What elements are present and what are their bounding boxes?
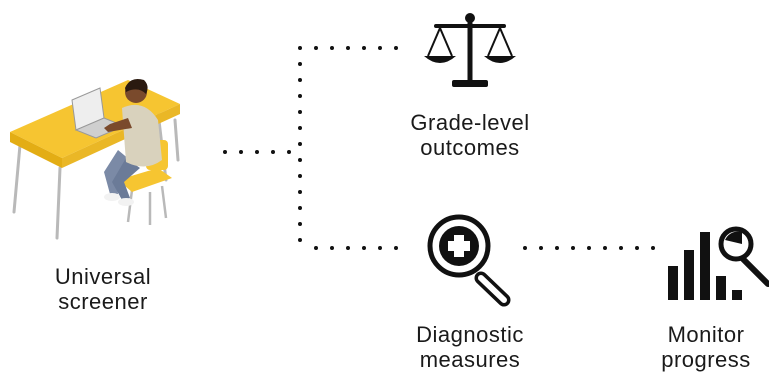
connector-diagnostic-to-monitor [523, 246, 655, 250]
scales-icon [424, 13, 516, 87]
connector-to-diagnostic [314, 246, 398, 250]
label-universal-screener: Universal screener [38, 264, 168, 314]
label-monitor-progress: Monitor progress [643, 322, 769, 372]
monitor-progress-line2: progress [661, 347, 751, 372]
label-grade-level-outcomes: Grade-level outcomes [395, 110, 545, 160]
bar-chart-magnifier-icon [668, 226, 769, 300]
universal-screener-line2: screener [58, 289, 148, 314]
monitor-progress-line1: Monitor [667, 322, 745, 347]
grade-level-outcomes-line1: Grade-level [410, 110, 530, 135]
universal-screener-line1: Universal [54, 264, 152, 289]
diagnostic-measures-line2: measures [419, 347, 521, 372]
grade-level-outcomes-line2: outcomes [420, 135, 520, 160]
connector-vertical-trunk [298, 46, 302, 242]
label-diagnostic-measures: Diagnostic measures [400, 322, 540, 372]
diagnostic-measures-line1: Diagnostic [416, 322, 524, 347]
connector-to-grade-level [314, 46, 398, 50]
student-at-desk-illustration [10, 79, 180, 240]
connector-lines [223, 46, 655, 250]
connector-screener-to-trunk [223, 150, 291, 154]
magnifier-plus-icon [427, 214, 511, 307]
